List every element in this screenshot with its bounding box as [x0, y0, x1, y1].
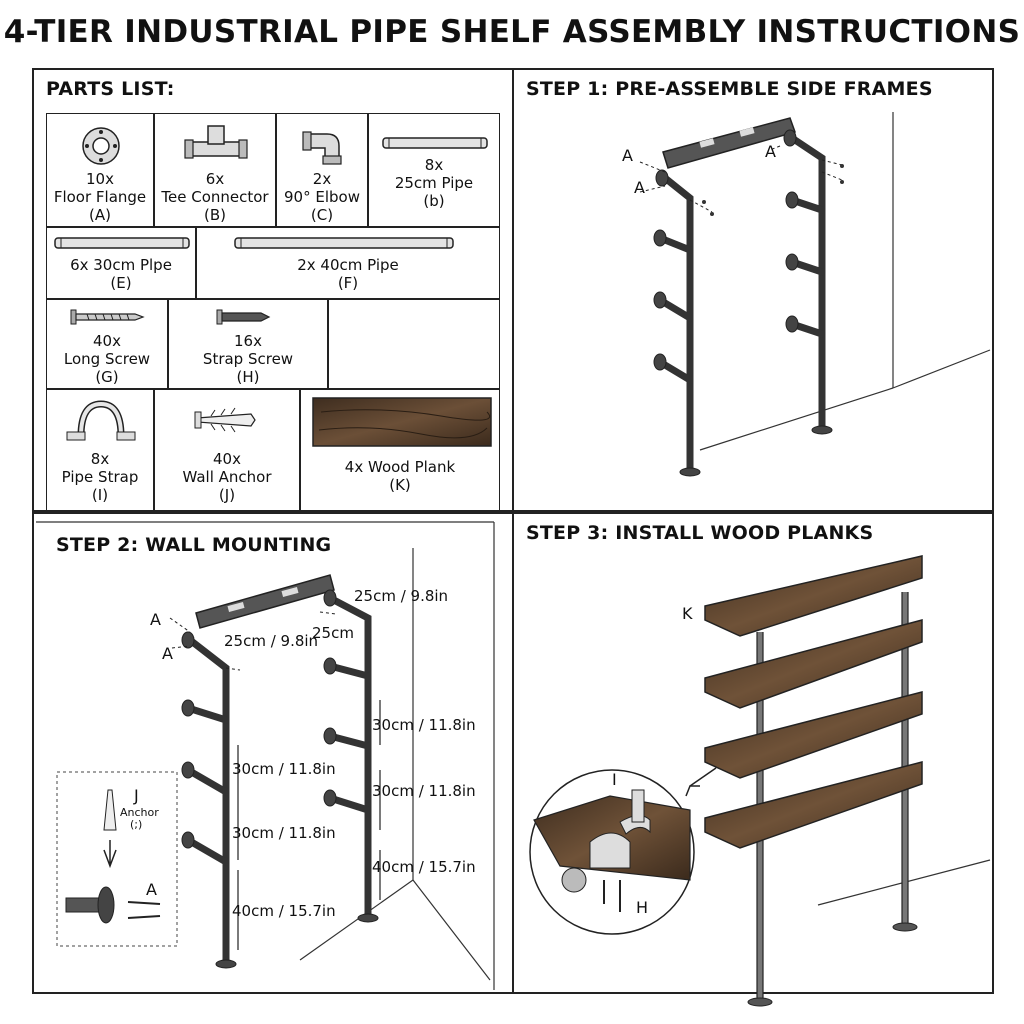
- dim-label: 25cm / 9.8in: [224, 632, 319, 650]
- part-name: 90° Elbow: [284, 188, 360, 206]
- wood-plank-icon: [312, 397, 492, 447]
- wall-anchor-icon: [194, 407, 256, 433]
- part-code: (I): [91, 486, 109, 504]
- step2-label-a: A: [162, 644, 173, 663]
- dim-label: 40cm / 15.7in: [372, 858, 476, 876]
- part-code: (J): [218, 486, 236, 504]
- inset-label-code: (;): [130, 818, 143, 831]
- part-cell-empty: [328, 299, 500, 389]
- pipe-40cm-icon: [234, 237, 454, 249]
- part-cell-wall-anchor: 40x Wall Anchor (J): [154, 389, 300, 511]
- anchor-inset-frame: [56, 771, 178, 947]
- part-code: (H): [236, 368, 260, 386]
- step3-label-k: K: [682, 604, 693, 623]
- pipe-strap-icon: [66, 400, 136, 441]
- step3-label-h: H: [636, 898, 649, 917]
- part-cell-30cm-pipe: 6x 30cm Plpe (E): [46, 227, 196, 299]
- part-qty: 8x: [90, 450, 110, 468]
- part-name: Floor Flange: [53, 188, 147, 206]
- step2-label-a: A: [146, 880, 157, 899]
- part-cell-pipe-strap: 8x Pipe Strap (I): [46, 389, 154, 511]
- pipe-25cm-icon: [382, 137, 488, 149]
- dim-label: 25cm / 9.8in: [354, 587, 449, 605]
- level-bar-icon: [195, 574, 335, 629]
- step1-heading: STEP 1: PRE-ASSEMBLE SIDE FRAMES: [526, 78, 933, 100]
- part-code: (E): [110, 274, 132, 292]
- part-qty: 8x: [424, 156, 444, 174]
- inset-label-anchor: Anchor: [120, 806, 159, 819]
- dim-label: 25cm: [312, 624, 354, 642]
- part-code: (B): [204, 206, 226, 224]
- part-name: Long Screw: [63, 350, 151, 368]
- wall-anchor-icon: [103, 789, 117, 831]
- step1-label-a: A: [622, 146, 633, 165]
- part-qty: 40x: [93, 332, 121, 350]
- part-cell-25cm-pipe: 8x 25cm Pipe (b): [368, 113, 500, 227]
- part-cell-wood-plank: 4x Wood Plank (K): [300, 389, 500, 511]
- part-cell-40cm-pipe: 2x 40cm Pipe (F): [196, 227, 500, 299]
- part-qty: 6x: [205, 170, 225, 188]
- dim-label: 30cm / 11.8in: [232, 824, 336, 842]
- page-title: 4-TIER INDUSTRIAL PIPE SHELF ASSEMBLY IN…: [3, 14, 1021, 50]
- part-name: 4x Wood Plank: [344, 458, 456, 476]
- part-code: (C): [310, 206, 334, 224]
- strap-screw-icon: [216, 309, 271, 325]
- dim-label: 40cm / 15.7in: [232, 902, 336, 920]
- step1-label-a: A: [634, 178, 645, 197]
- dim-label: 30cm / 11.8in: [372, 716, 476, 734]
- inset-label-j: J: [134, 786, 139, 805]
- part-cell-strap-screw: 16x Strap Screw (H): [168, 299, 328, 389]
- dim-label: 30cm / 11.8in: [232, 760, 336, 778]
- part-code: (G): [95, 368, 119, 386]
- part-qty: 10x: [86, 170, 114, 188]
- tee-connector-icon: [184, 125, 248, 159]
- step2-heading: STEP 2: WALL MOUNTING: [56, 534, 332, 556]
- step3-heading: STEP 3: INSTALL WOOD PLANKS: [526, 522, 874, 544]
- part-cell-tee-connector: 6x Tee Connector (B): [154, 113, 276, 227]
- long-screw-icon: [70, 309, 145, 325]
- dim-label: 30cm / 11.8in: [372, 782, 476, 800]
- parts-list-heading: PARTS LIST:: [46, 78, 175, 100]
- part-name: Wall Anchor: [182, 468, 272, 486]
- part-name: Tee Connector: [161, 188, 269, 206]
- wood-plank-stack: [704, 555, 923, 849]
- part-code: (b): [423, 192, 445, 210]
- part-qty: 16x: [234, 332, 262, 350]
- floor-flange-icon: [82, 127, 120, 165]
- part-cell-long-screw: 40x Long Screw (G): [46, 299, 168, 389]
- part-name: 2x 40cm Pipe: [297, 256, 399, 274]
- arrow-down-icon: [103, 840, 117, 869]
- part-code: (A): [89, 206, 111, 224]
- pipe-30cm-icon: [54, 237, 190, 249]
- elbow-icon: [302, 131, 342, 165]
- step3-label-i: I: [612, 770, 617, 789]
- step1-label-a: A: [765, 142, 776, 161]
- part-name: 6x 30cm Plpe: [70, 256, 172, 274]
- part-cell-elbow: 2x 90° Elbow (C): [276, 113, 368, 227]
- part-qty: 40x: [213, 450, 241, 468]
- part-name: 25cm Pipe: [394, 174, 474, 192]
- part-cell-floor-flange: 10x Floor Flange (A): [46, 113, 154, 227]
- part-code: (F): [337, 274, 359, 292]
- part-qty: 2x: [312, 170, 332, 188]
- part-code: (K): [389, 476, 411, 494]
- step2-label-a: A: [150, 610, 161, 629]
- arrow-icon: [685, 785, 700, 797]
- part-name: Strap Screw: [202, 350, 294, 368]
- part-name: Pipe Strap: [61, 468, 139, 486]
